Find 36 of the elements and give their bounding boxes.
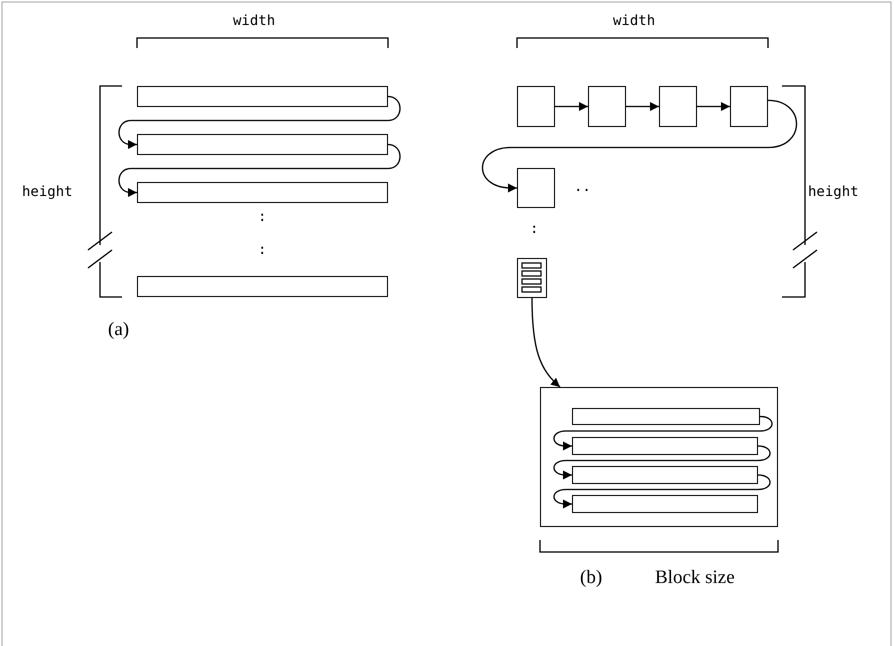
dimension-label: width <box>233 14 276 28</box>
arrow <box>553 474 770 508</box>
block-frame <box>540 387 778 527</box>
arrow <box>553 445 770 480</box>
arrow <box>697 102 730 111</box>
ellipsis-mark: : <box>530 222 538 236</box>
arrow <box>482 100 797 192</box>
memory-row-bar <box>572 495 758 513</box>
memory-row-bar <box>572 408 760 425</box>
arrow <box>118 144 401 197</box>
caption: Block size <box>655 568 735 587</box>
arrow <box>626 102 659 111</box>
arrow <box>555 102 588 111</box>
memory-row-bar <box>572 466 758 484</box>
memory-block-box <box>517 168 555 208</box>
block-icon <box>517 258 547 298</box>
memory-block-box <box>588 86 626 127</box>
memory-row-bar <box>137 86 388 107</box>
memory-row-bar <box>137 134 388 155</box>
memory-block-box <box>517 86 555 127</box>
panel-label: (a) <box>108 320 130 339</box>
memory-row-bar <box>572 437 758 455</box>
ellipsis-mark: : <box>258 210 266 224</box>
ellipsis-mark: .. <box>574 180 591 194</box>
memory-row-bar <box>137 182 388 203</box>
arrow <box>118 96 401 149</box>
dimension-label: height <box>808 185 859 199</box>
memory-block-box <box>659 86 697 127</box>
arrow <box>531 298 560 388</box>
dimension-label: height <box>22 185 73 199</box>
dimension-label: width <box>613 14 656 28</box>
memory-row-bar <box>137 276 388 297</box>
panel-label: (b) <box>580 568 602 587</box>
ellipsis-mark: : <box>258 243 266 257</box>
memory-block-box <box>730 86 768 127</box>
arrow <box>553 416 772 450</box>
